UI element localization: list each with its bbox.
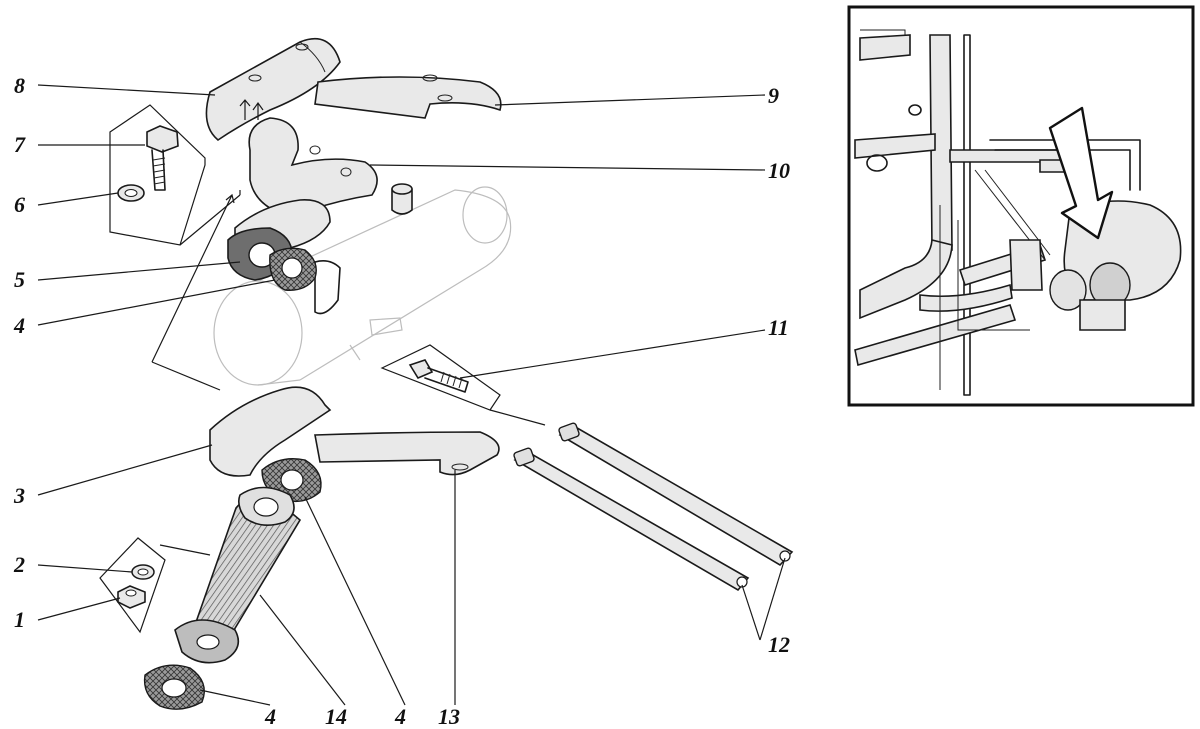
heat-shield-13: [314, 431, 500, 476]
installation-inset: [847, 5, 1195, 407]
heat-shield-3: [209, 386, 332, 477]
gasket-4-upper: [269, 247, 317, 291]
nut-1: [117, 585, 146, 609]
strap-12-lower: [513, 447, 750, 592]
strap-12-upper: [558, 422, 794, 567]
callout-labels: 8 7 6 5 4 3 2 1 9 10 11 12 4 14 4 13: [13, 73, 790, 729]
callout-7: 7: [14, 132, 26, 157]
muffler-outline: [213, 186, 512, 386]
callout-1: 1: [14, 607, 25, 632]
filler-neck: [391, 183, 413, 215]
heat-shield-8: [205, 37, 341, 142]
callout-4-upper: 4: [13, 313, 25, 338]
heat-shield-9: [314, 74, 502, 119]
callout-12: 12: [768, 632, 790, 657]
nut-inset-frame: [99, 537, 211, 634]
callout-14: 14: [325, 704, 347, 729]
washer-6: [117, 184, 145, 202]
callout-11: 11: [768, 315, 789, 340]
fastener-inset-frame: [109, 104, 241, 246]
callout-6: 6: [14, 192, 25, 217]
muffler-bracket: [314, 260, 341, 315]
tailpipe-14: [174, 486, 302, 664]
callout-3: 3: [13, 483, 25, 508]
callout-8: 8: [14, 73, 25, 98]
bolt-11-frame: [380, 344, 546, 426]
bolt-7: [146, 125, 179, 191]
leader-lines: [37, 84, 786, 706]
callout-4-bottom-left: 4: [264, 704, 276, 729]
callout-10: 10: [768, 158, 790, 183]
assembly-arrows: [151, 99, 264, 391]
callout-9: 9: [768, 83, 779, 108]
callout-4-bottom-middle: 4: [394, 704, 406, 729]
callout-2: 2: [13, 552, 25, 577]
down-arrow-icon: [1048, 106, 1114, 240]
callout-13: 13: [438, 704, 460, 729]
bolt-11: [408, 359, 469, 393]
washer-2: [131, 564, 155, 580]
gasket-4-lower: [143, 664, 205, 710]
callout-5: 5: [14, 267, 25, 292]
